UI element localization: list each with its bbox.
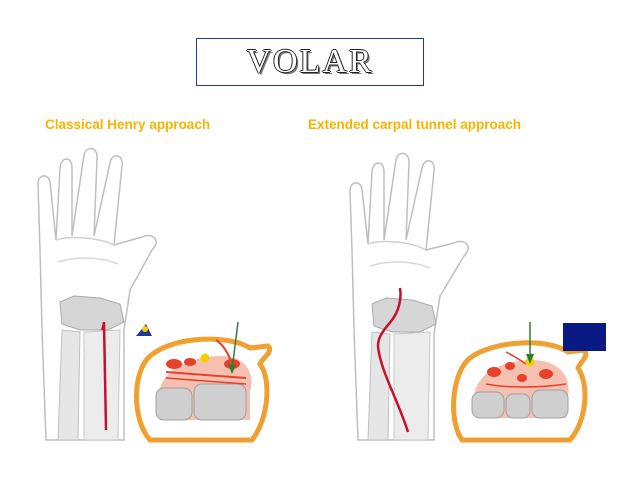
title-box: VOLAR bbox=[196, 38, 424, 86]
left-wrist-bones bbox=[57, 295, 125, 441]
left-marker-dot bbox=[142, 326, 148, 332]
left-approach-arrow bbox=[231, 321, 239, 371]
legend-box bbox=[563, 323, 606, 351]
left-incision-top bbox=[101, 321, 105, 331]
left-hand-outline bbox=[37, 147, 157, 441]
right-arrow-head bbox=[526, 354, 534, 364]
right-hand-outline bbox=[349, 152, 469, 441]
right-cross-section bbox=[451, 340, 589, 443]
left-incision-line bbox=[102, 321, 108, 431]
right-incision-line bbox=[376, 287, 410, 433]
left-approach-label: Classical Henry approach bbox=[45, 117, 211, 132]
left-cross-section bbox=[134, 336, 273, 443]
page-title: VOLAR bbox=[246, 43, 374, 80]
right-wrist-bones bbox=[367, 297, 437, 441]
right-approach-label: Extended carpal tunnel approach bbox=[308, 117, 522, 132]
left-arrow-head bbox=[228, 364, 236, 374]
